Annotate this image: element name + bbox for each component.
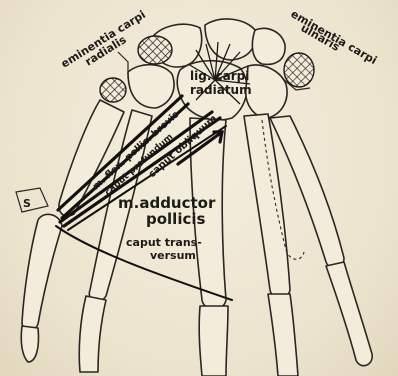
- lig-carpi-radiatum-label-2: radiatum: [190, 83, 252, 97]
- caput-transversum-label-1: caput trans-: [126, 236, 202, 249]
- eminentia-radialis-label-1: eminentia carpi: [59, 8, 148, 70]
- eminentia-radialis-tubercle: [138, 36, 172, 64]
- eminentia-radialis-ridge: [100, 78, 126, 102]
- eminentia-ulnaris-hook: [284, 53, 314, 87]
- thumb-distal-phalanx: [21, 326, 38, 362]
- radialis-pointer: [118, 52, 128, 78]
- middle-proximal-phalanx: [199, 306, 228, 376]
- adductor-pollicis-label-2: pollicis: [146, 210, 206, 228]
- carpal-bone-hamate: [246, 65, 287, 118]
- thumb-proximal-phalanx: [22, 214, 62, 330]
- index-proximal-phalanx: [79, 296, 106, 372]
- carpal-bone-lunate: [205, 19, 256, 60]
- s-marker-label: S: [23, 197, 31, 210]
- s-marker-box: [16, 188, 48, 212]
- caput-transversum-label-2: versum: [150, 249, 196, 262]
- carpal-bone-triquetrum: [252, 28, 285, 64]
- carpal-bone-trapezoid: [128, 65, 174, 108]
- ring-proximal-phalanx: [268, 294, 298, 376]
- little-proximal-phalanx: [326, 262, 372, 366]
- lig-carpi-radiatum-label-1: lig. carpi: [190, 69, 249, 83]
